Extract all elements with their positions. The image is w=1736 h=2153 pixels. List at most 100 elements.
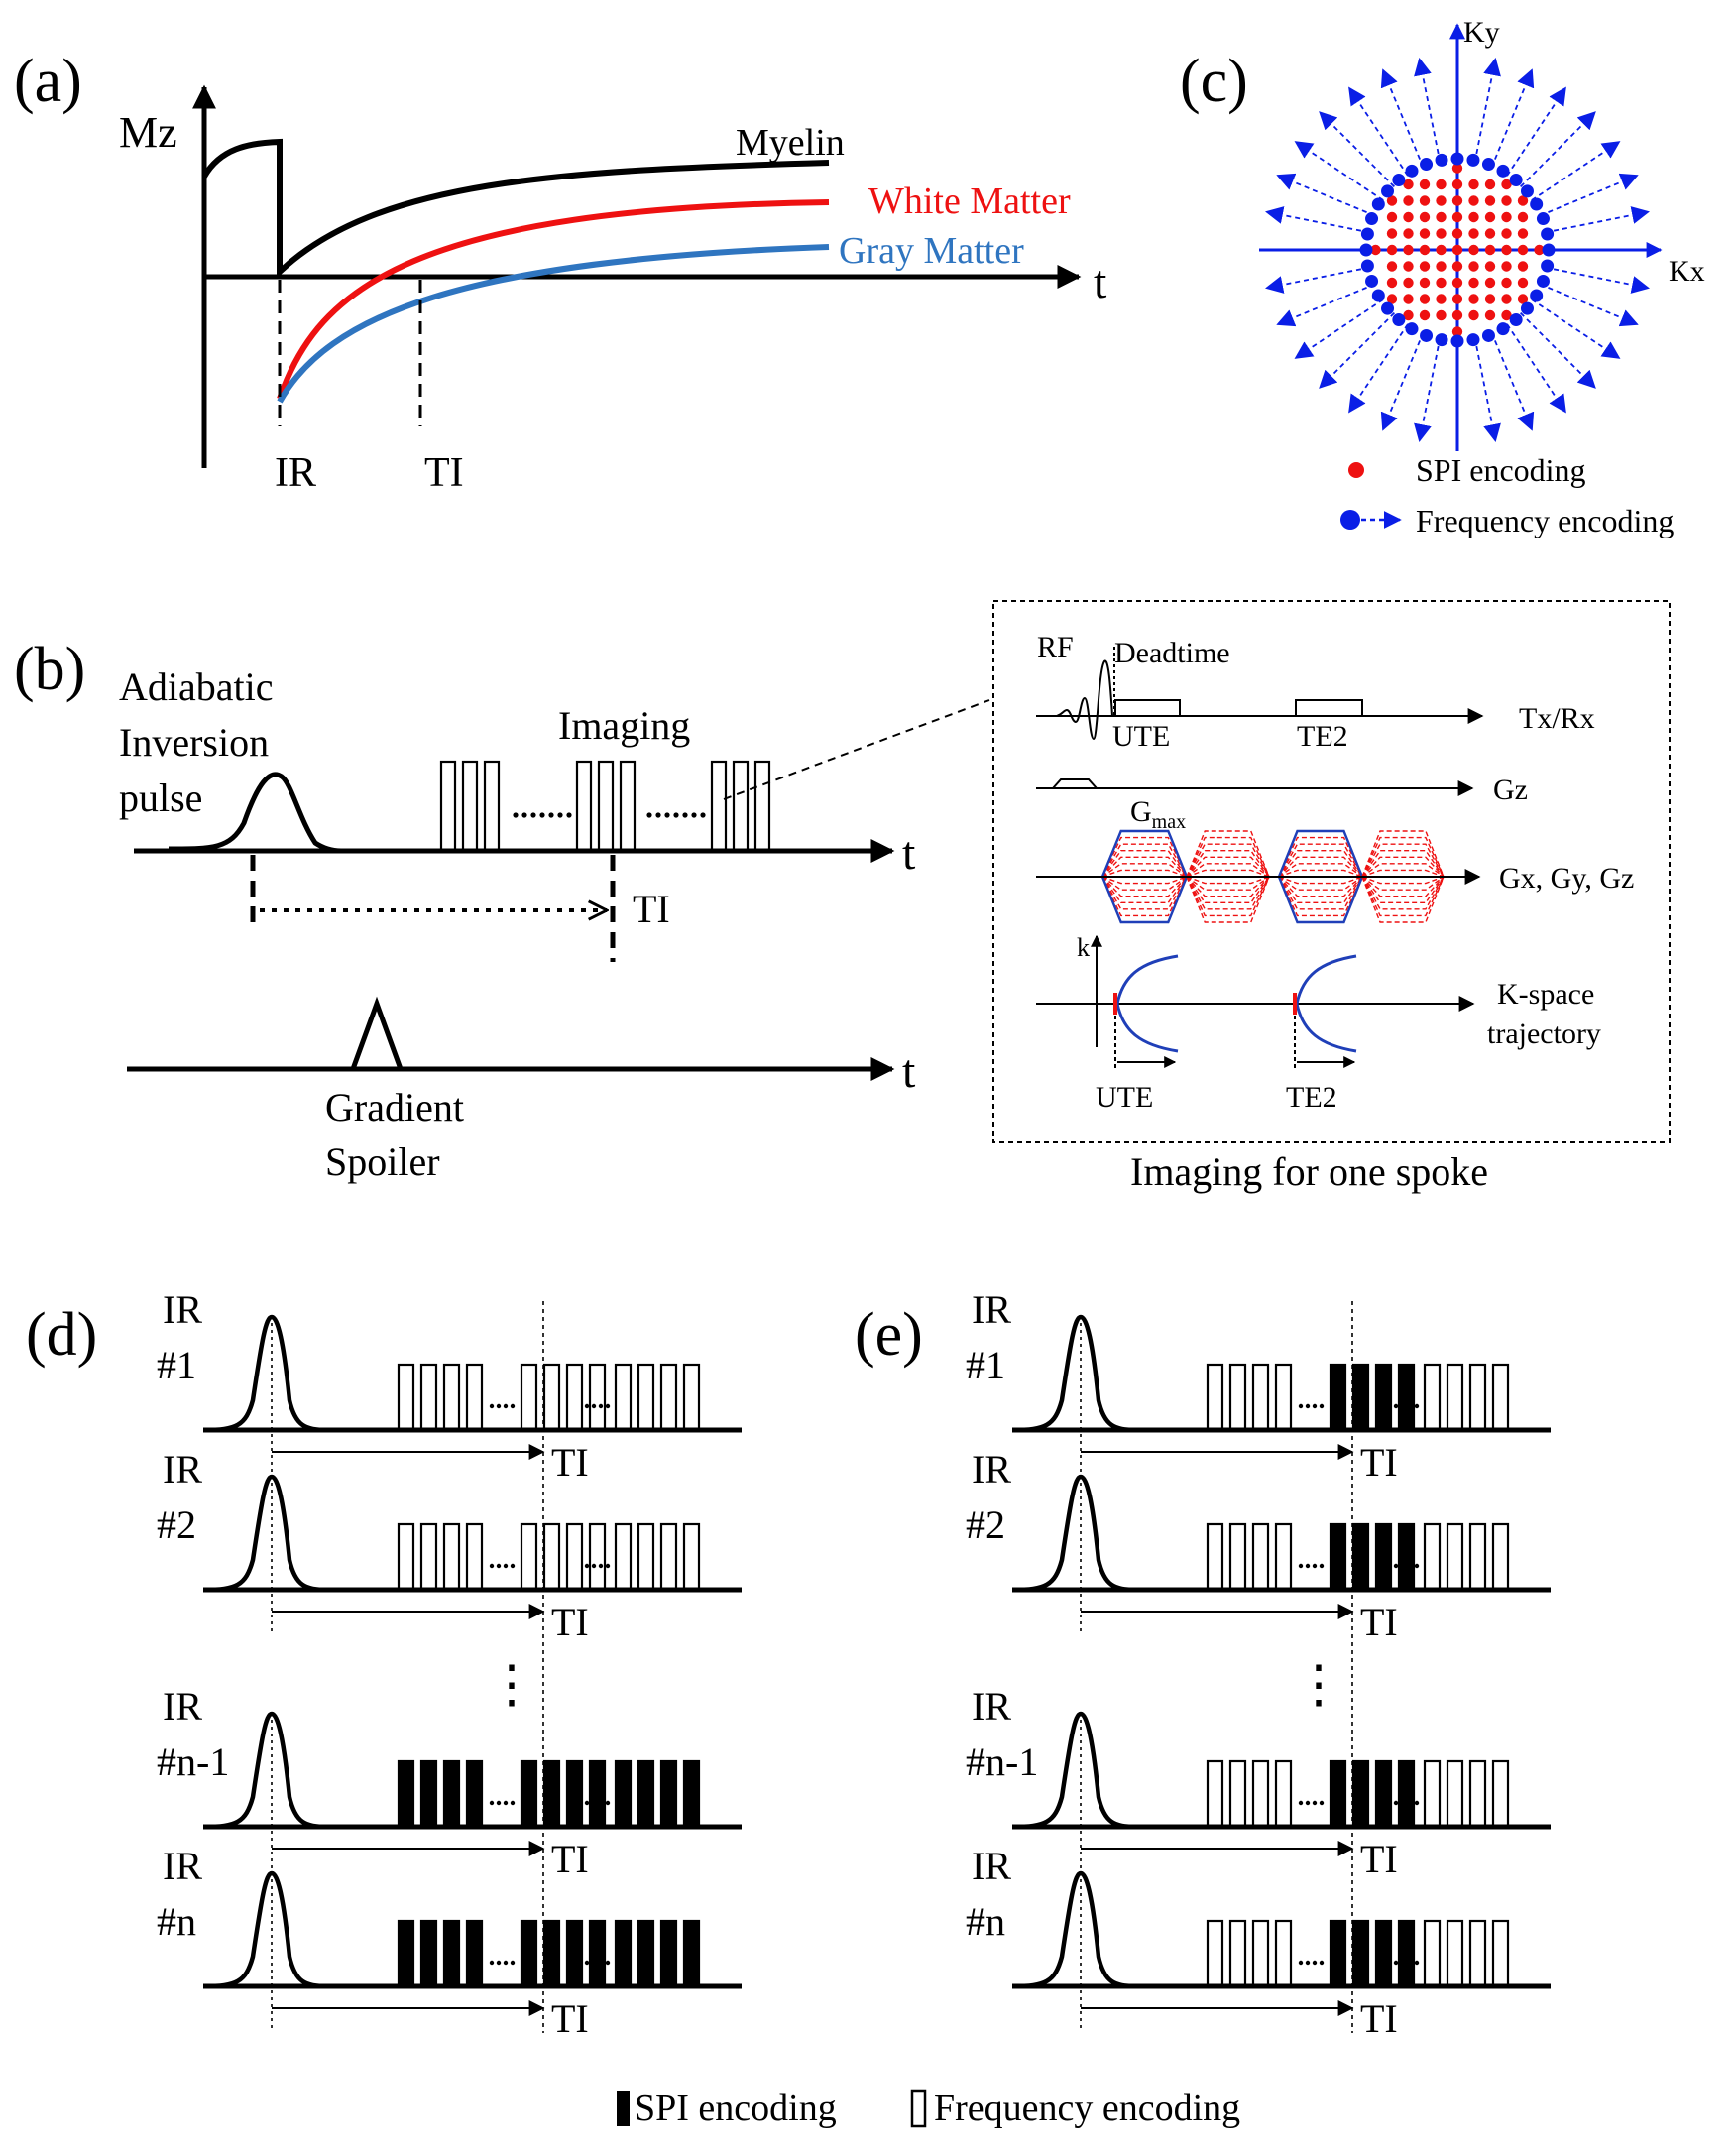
row-ti-label: TI	[551, 1600, 589, 1644]
spi-encoding-block	[442, 1759, 461, 1829]
gradient-red-lobe	[1101, 876, 1188, 885]
ute-trajectory	[1115, 954, 1179, 1053]
panel-b-label: (b)	[14, 636, 85, 703]
row-ir-label: IR	[163, 1287, 202, 1332]
freq-legend-dot	[1340, 510, 1360, 530]
frequency-spoke	[1520, 111, 1596, 187]
gradient-red-lobe	[1361, 876, 1445, 910]
frequency-spoke	[1473, 337, 1501, 442]
deadtime-label: Deadtime	[1114, 637, 1230, 669]
spi-point	[1534, 244, 1545, 256]
ellipsis-dot	[584, 1403, 590, 1409]
inversion-pulse	[168, 772, 342, 854]
spi-encoding-block	[1397, 1919, 1416, 1988]
panel-d-label: (d)	[26, 1301, 97, 1369]
frequency-spoke	[1539, 283, 1639, 327]
frequency-encoding-block	[659, 1363, 678, 1432]
spoiler-t-label: t	[902, 1045, 916, 1098]
frequency-ring-point	[1541, 227, 1555, 241]
ute-time-label: UTE	[1096, 1081, 1153, 1114]
ellipsis-dot	[700, 812, 706, 818]
ellipsis-dot	[496, 1563, 502, 1569]
spi-point	[1468, 277, 1479, 289]
spi-grid	[1370, 163, 1545, 337]
frequency-encoding-block	[1491, 1522, 1510, 1592]
spi-point	[1451, 326, 1463, 337]
spi-point	[1501, 261, 1512, 272]
ellipsis-dot	[1319, 1563, 1325, 1569]
frequency-encoding-block	[1251, 1363, 1270, 1432]
row-ti-label: TI	[551, 1837, 589, 1881]
ellipsis-dot	[598, 1960, 604, 1966]
te2-trajectory	[1295, 954, 1357, 1053]
gradient-red-lobe	[1278, 836, 1363, 878]
frequency-spoke	[1531, 299, 1621, 359]
panel-e-row: IR#nTI	[966, 1844, 1551, 2041]
spi-point	[1419, 294, 1431, 304]
spi-encoding-block	[565, 1759, 584, 1829]
spi-point	[1419, 228, 1431, 239]
bottom-spi-label: SPI encoding	[635, 2088, 837, 2129]
gradient-red-lobe	[1101, 876, 1188, 891]
spi-point	[1451, 309, 1463, 321]
spi-encoding-block	[588, 1759, 607, 1829]
frequency-encoding-block	[465, 1363, 484, 1432]
gmax-main: G	[1130, 795, 1152, 828]
row-ir-label: IR	[163, 1844, 202, 1888]
ellipsis-dot	[530, 812, 536, 818]
ellipsis-dot	[1393, 1800, 1399, 1806]
row-ti-label: TI	[1360, 1440, 1398, 1485]
inversion-pulse	[203, 1711, 328, 1830]
imaging-spoke-block	[483, 760, 501, 853]
frequency-encoding-block	[1274, 1759, 1293, 1829]
spi-encoding-block	[1329, 1522, 1347, 1592]
spi-encoding-block	[682, 1759, 701, 1829]
row-ir-label: IR	[972, 1684, 1011, 1729]
panel-e-row: IR#n-1TI	[966, 1684, 1551, 1881]
spi-encoding-block	[1374, 1759, 1393, 1829]
frequency-encoding-block	[1251, 1522, 1270, 1592]
frequency-ring-point	[1371, 289, 1385, 302]
inversion-pulse	[1012, 1474, 1137, 1593]
spi-point	[1451, 179, 1463, 190]
spi-point	[1451, 211, 1463, 223]
imaging-spoke-block	[461, 760, 479, 853]
ellipsis-dot	[1407, 1960, 1413, 1966]
ellipsis-dot	[566, 812, 572, 818]
ellipsis-dot	[1407, 1403, 1413, 1409]
frequency-encoding-block	[1206, 1759, 1224, 1829]
spi-point	[1484, 211, 1496, 223]
spi-point	[1451, 277, 1463, 289]
te2-time-label: TE2	[1286, 1081, 1337, 1114]
gradient-red-lobe	[1361, 876, 1445, 897]
ellipsis-dot	[1407, 1800, 1413, 1806]
frequency-spoke	[1348, 323, 1409, 414]
gradient-red-lobe	[1186, 830, 1270, 878]
frequency-spoke	[1348, 86, 1409, 177]
gmax-label: Gmax	[1130, 795, 1186, 833]
ellipsis-dot	[1393, 1960, 1399, 1966]
gradient-red-lobe	[1186, 876, 1270, 903]
frequency-encoding-block	[1423, 1363, 1442, 1432]
gradient-red-lobe	[1361, 830, 1445, 878]
imaging-spoke-block	[439, 760, 457, 853]
gradient-red-lobe	[1361, 876, 1445, 923]
gradient-red-lobe	[1186, 836, 1270, 878]
spi-point	[1451, 163, 1463, 174]
panel-e-row: IR#1TI	[966, 1287, 1551, 1485]
imaging-spoke-block	[710, 760, 728, 853]
frequency-encoding-block	[442, 1363, 461, 1432]
frequency-encoding-block	[1274, 1522, 1293, 1592]
imaging-spoke-block	[575, 760, 593, 853]
spi-point	[1517, 261, 1529, 272]
frequency-encoding-block	[1446, 1522, 1464, 1592]
rf-pulse	[1056, 659, 1113, 741]
gradient-red-lobe	[1101, 876, 1188, 917]
gradient-red-lobe	[1186, 850, 1270, 878]
gradient-red-lobe	[1278, 850, 1363, 878]
ellipsis-dot	[1312, 1800, 1318, 1806]
ellipsis-dot	[496, 1960, 502, 1966]
spi-point	[1386, 228, 1398, 239]
ellipsis-dot	[591, 1563, 597, 1569]
spi-encoding-block	[1351, 1363, 1370, 1432]
